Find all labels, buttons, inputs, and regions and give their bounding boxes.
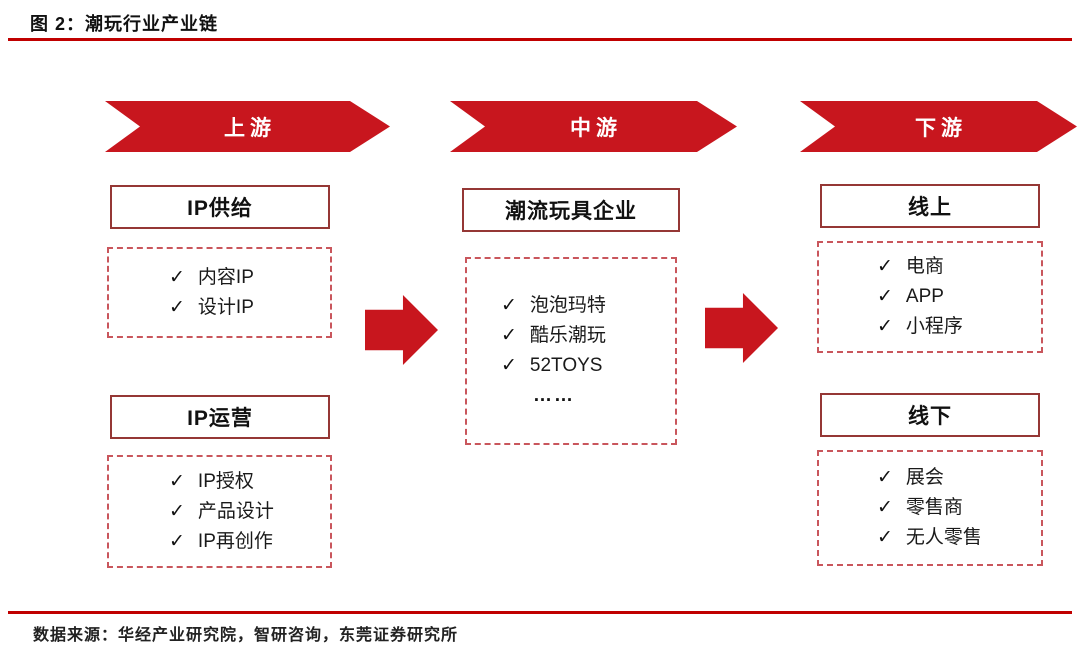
header-ip-operation-label: IP运营: [187, 407, 253, 430]
header-online-label: 线上: [908, 196, 952, 219]
list-item-label: IP再创作: [197, 530, 273, 552]
list-item-label: 内容IP: [197, 266, 254, 288]
list-item-label: 无人零售: [905, 527, 982, 548]
list-item: ✓ 小程序: [877, 312, 1041, 342]
header-box-toy-companies: 潮流玩具企业: [462, 188, 680, 232]
header-box-ip-operation: IP运营: [110, 395, 330, 439]
list-item: ✓ 内容IP: [169, 263, 330, 293]
check-icon: ✓: [501, 325, 517, 346]
list-item-label: APP: [905, 286, 944, 307]
check-icon: ✓: [877, 527, 893, 548]
banner-upstream: 上游: [105, 101, 390, 152]
list-offline: ✓ 展会 ✓ 零售商 ✓ 无人零售: [817, 450, 1043, 566]
banner-upstream-label: 上游: [224, 116, 276, 140]
check-icon: ✓: [877, 497, 893, 518]
list-item-label: 设计IP: [197, 296, 254, 318]
list-item: ✓ IP授权: [169, 467, 330, 497]
list-ip-supply: ✓ 内容IP ✓ 设计IP: [107, 247, 332, 338]
title-rule: [8, 38, 1072, 41]
header-offline-label: 线下: [908, 405, 952, 428]
list-item-label: IP授权: [197, 470, 254, 492]
check-icon: ✓: [501, 295, 517, 316]
list-item: ✓ 零售商: [877, 493, 1041, 523]
check-icon: ✓: [501, 355, 517, 376]
list-item-label: 酷乐潮玩: [529, 325, 606, 346]
list-item-label: 零售商: [905, 497, 963, 518]
list-item-label: 小程序: [905, 316, 963, 337]
list-item: ✓ 产品设计: [169, 497, 330, 527]
header-box-ip-supply: IP供给: [110, 185, 330, 229]
check-icon: ✓: [877, 256, 893, 277]
list-item-label: 52TOYS: [529, 355, 603, 376]
check-icon: ✓: [877, 316, 893, 337]
check-icon: ✓: [169, 296, 185, 318]
list-item: ✓ 设计IP: [169, 293, 330, 323]
check-icon: ✓: [169, 266, 185, 288]
list-item: ✓ 52TOYS: [501, 351, 675, 381]
header-box-online: 线上: [820, 184, 1040, 228]
banner-downstream: 下游: [800, 101, 1077, 152]
banner-midstream: 中游: [450, 101, 737, 152]
list-item: ✓ 展会: [877, 463, 1041, 493]
list-item-label: 电商: [905, 256, 944, 277]
list-item: ✓ IP再创作: [169, 527, 330, 557]
right-arrow-icon: [365, 295, 438, 365]
banner-downstream-label: 下游: [915, 116, 967, 140]
figure-title: 图 2：潮玩行业产业链: [30, 14, 219, 34]
list-toy-companies: ✓ 泡泡玛特 ✓ 酷乐潮玩 ✓ 52TOYS ……: [465, 257, 677, 445]
ellipsis-more: ……: [533, 385, 575, 406]
list-item: ✓ 无人零售: [877, 523, 1041, 553]
header-box-offline: 线下: [820, 393, 1040, 437]
source-rule: [8, 611, 1072, 614]
check-icon: ✓: [169, 530, 185, 552]
right-arrow-icon: [705, 293, 778, 363]
header-toy-companies-label: 潮流玩具企业: [505, 200, 637, 223]
list-item: ✓ 泡泡玛特: [501, 291, 675, 321]
list-item: ✓ APP: [877, 282, 1041, 312]
list-item: ✓ 电商: [877, 252, 1041, 282]
check-icon: ✓: [169, 470, 185, 492]
data-source-note: 数据来源：华经产业研究院，智研咨询，东莞证券研究所: [33, 627, 459, 644]
check-icon: ✓: [877, 467, 893, 488]
list-item: ✓ 酷乐潮玩: [501, 321, 675, 351]
banner-midstream-label: 中游: [570, 116, 622, 140]
header-ip-supply-label: IP供给: [187, 197, 253, 220]
check-icon: ✓: [169, 500, 185, 522]
list-item-label: 产品设计: [197, 500, 274, 522]
list-item-label: 展会: [905, 467, 944, 488]
list-item-label: 泡泡玛特: [529, 295, 606, 316]
check-icon: ✓: [877, 286, 893, 307]
list-online: ✓ 电商 ✓ APP ✓ 小程序: [817, 241, 1043, 353]
list-ip-operation: ✓ IP授权 ✓ 产品设计 ✓ IP再创作: [107, 455, 332, 568]
